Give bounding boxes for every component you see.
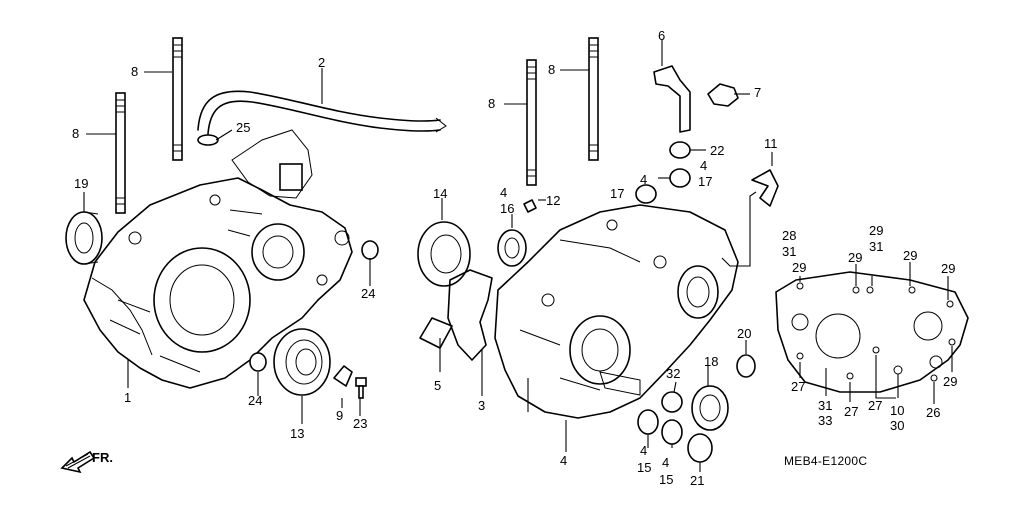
bearing-21[interactable] (687, 433, 713, 463)
callout-22: 22 (710, 143, 724, 158)
callout-labels: 1 2 3 4 4 4 4 4 4 5 6 7 8 8 8 8 9 10 11 … (72, 28, 957, 488)
callout-15: 15 (659, 472, 673, 487)
callout-28: 28 (782, 228, 796, 243)
callout-4: 4 (640, 443, 647, 458)
callout-24: 24 (361, 286, 375, 301)
callout-4: 4 (700, 158, 707, 173)
callout-29: 29 (848, 250, 862, 265)
callout-1: 1 (124, 390, 131, 405)
callout-4: 4 (500, 185, 507, 200)
callout-21: 21 (690, 473, 704, 488)
callout-31: 31 (782, 244, 796, 259)
callout-3: 3 (478, 398, 485, 413)
crankcase-cover-outline[interactable] (775, 271, 969, 393)
callout-23: 23 (353, 416, 367, 431)
bearing-18[interactable] (691, 385, 729, 431)
callout-8: 8 (131, 64, 138, 79)
dowel-pin-left-a[interactable] (361, 240, 379, 260)
stud-bolt-left-2[interactable] (172, 37, 183, 161)
callout-4: 4 (560, 453, 567, 468)
callout-31: 31 (818, 398, 832, 413)
stud-bolt-left-1[interactable] (115, 92, 126, 214)
callout-8: 8 (548, 62, 555, 77)
left-crankcase-half[interactable] (494, 204, 739, 419)
callout-29: 29 (792, 260, 806, 275)
flange-bolt-23[interactable] (355, 377, 367, 399)
front-direction-arrow (60, 450, 96, 474)
breather-tube[interactable] (197, 90, 447, 135)
diagram-code: MEB4-E1200C (784, 454, 867, 468)
callout-16: 16 (500, 201, 514, 216)
callout-27: 27 (791, 379, 805, 394)
callout-29: 29 (903, 248, 917, 263)
callout-29: 29 (869, 223, 883, 238)
callout-25: 25 (236, 120, 250, 135)
dowel-pin-left-b[interactable] (249, 352, 267, 372)
oil-seal-left[interactable] (65, 211, 103, 265)
callout-24: 24 (248, 393, 262, 408)
callout-4: 4 (662, 455, 669, 470)
callout-31: 31 (869, 239, 883, 254)
shift-spindle-6[interactable] (653, 65, 691, 133)
callout-14: 14 (433, 186, 447, 201)
callout-9: 9 (336, 408, 343, 423)
oil-pass-pipe[interactable] (419, 317, 453, 349)
callout-19: 19 (74, 176, 88, 191)
tube-clip[interactable] (197, 134, 219, 146)
collar-17b[interactable] (635, 184, 657, 204)
callout-10: 10 (890, 403, 904, 418)
callout-2: 2 (318, 55, 325, 70)
callout-32: 32 (666, 366, 680, 381)
callout-5: 5 (434, 378, 441, 393)
callout-20: 20 (737, 326, 751, 341)
callout-17: 17 (610, 186, 624, 201)
callout-13: 13 (290, 426, 304, 441)
callout-33: 33 (818, 413, 832, 428)
callout-15: 15 (637, 460, 651, 475)
callout-8: 8 (72, 126, 79, 141)
gasket[interactable] (447, 269, 493, 361)
leader-lines (83, 40, 953, 472)
callout-11: 11 (764, 136, 778, 151)
oil-seal-22[interactable] (669, 141, 691, 159)
callout-8: 8 (488, 96, 495, 111)
callout-29: 29 (943, 374, 957, 389)
callout-27: 27 (844, 404, 858, 419)
stud-bolt-center-1[interactable] (526, 59, 537, 186)
callout-18: 18 (704, 354, 718, 369)
right-crankcase-half[interactable] (83, 129, 353, 389)
crank-bearing-center[interactable] (417, 221, 471, 287)
callout-4: 4 (640, 172, 647, 187)
callout-27: 27 (868, 398, 882, 413)
callout-6: 6 (658, 28, 665, 43)
crank-bearing-left[interactable] (273, 328, 331, 396)
front-direction-label: FR. (92, 450, 113, 465)
snap-ring-32[interactable] (661, 391, 683, 413)
oil-seal-16[interactable] (497, 229, 527, 267)
callout-26: 26 (926, 405, 940, 420)
collar-17a[interactable] (669, 168, 691, 188)
stud-bolt-center-2[interactable] (588, 37, 599, 161)
callout-29: 29 (941, 261, 955, 276)
bearing-20[interactable] (736, 354, 756, 378)
bearing-15a[interactable] (637, 409, 659, 435)
shift-arm-7[interactable] (707, 83, 739, 107)
bearing-15b[interactable] (661, 419, 683, 445)
callout-7: 7 (754, 85, 761, 100)
setting-plate[interactable] (333, 365, 353, 387)
callout-17: 17 (698, 174, 712, 189)
dowel-pin-12[interactable] (523, 199, 537, 213)
clip-11[interactable] (721, 169, 779, 267)
callout-30: 30 (890, 418, 904, 433)
callout-12: 12 (546, 193, 560, 208)
